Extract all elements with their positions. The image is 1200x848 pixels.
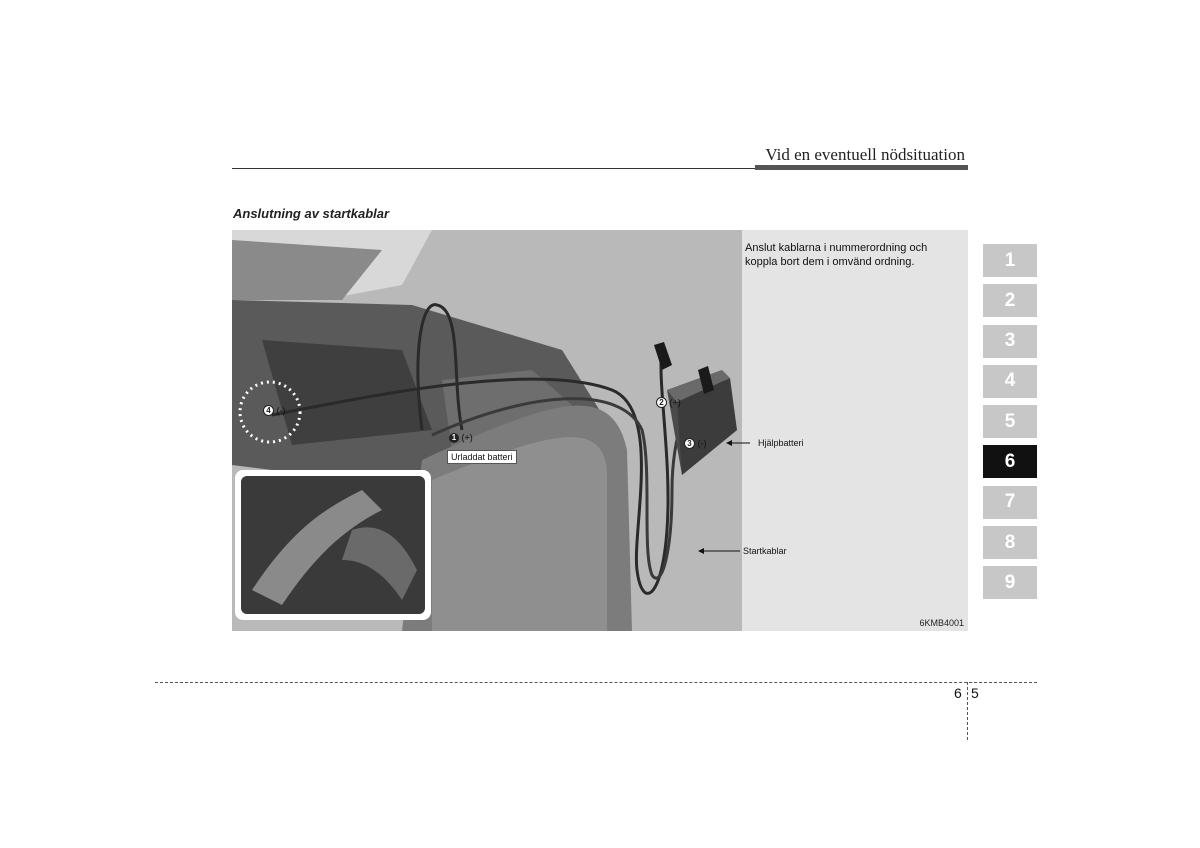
callout-polarity: (-) (276, 405, 286, 416)
cables-label: Startkablar (743, 546, 787, 556)
callout-number: 3 (684, 438, 695, 450)
jump-start-figure: Anslut kablarna i nummerordning och kopp… (232, 230, 968, 631)
booster-battery-label: Hjälpbatteri (758, 438, 804, 448)
chapter-tab-3[interactable]: 3 (983, 324, 1037, 358)
header-title: Vid en eventuell nödsituation (765, 145, 965, 164)
footer-rule (155, 682, 1037, 683)
figure-code: 6KMB4001 (919, 618, 964, 628)
chapter-tab-6[interactable]: 6 (983, 445, 1037, 479)
chapter-tab-9[interactable]: 9 (983, 566, 1037, 600)
callout-3: 3 (-) (684, 438, 707, 450)
footer-divider (967, 682, 968, 740)
chapter-tab-8[interactable]: 8 (983, 526, 1037, 560)
callout-2: 2 (+) (656, 397, 681, 409)
chapter-tabs: 1 2 3 4 5 6 7 8 9 (983, 244, 1037, 607)
instruction-text: Anslut kablarna i nummerordning och kopp… (745, 242, 928, 268)
jump-start-illustration (232, 230, 750, 631)
discharged-battery-label: Urladdat batteri (447, 450, 517, 464)
callout-number: 1 (449, 432, 459, 443)
chapter-tab-1[interactable]: 1 (983, 244, 1037, 277)
callout-1: 1 (+) (449, 432, 473, 443)
header-rule-accent (755, 165, 968, 170)
header-rule (232, 168, 755, 169)
callout-polarity: (+) (669, 397, 681, 408)
callout-4: 4 (-) (263, 405, 286, 417)
callout-polarity: (-) (697, 438, 707, 449)
callout-number: 2 (656, 397, 667, 409)
section-title: Anslutning av startkablar (233, 206, 390, 221)
callout-polarity: (+) (461, 432, 473, 443)
page-number: 5 (971, 685, 979, 701)
chapter-tab-2[interactable]: 2 (983, 284, 1037, 318)
chapter-tab-4[interactable]: 4 (983, 364, 1037, 398)
callout-number: 4 (263, 405, 274, 417)
page-chapter: 6 (954, 685, 962, 701)
chapter-tab-5[interactable]: 5 (983, 405, 1037, 439)
chapter-tab-7[interactable]: 7 (983, 485, 1037, 519)
